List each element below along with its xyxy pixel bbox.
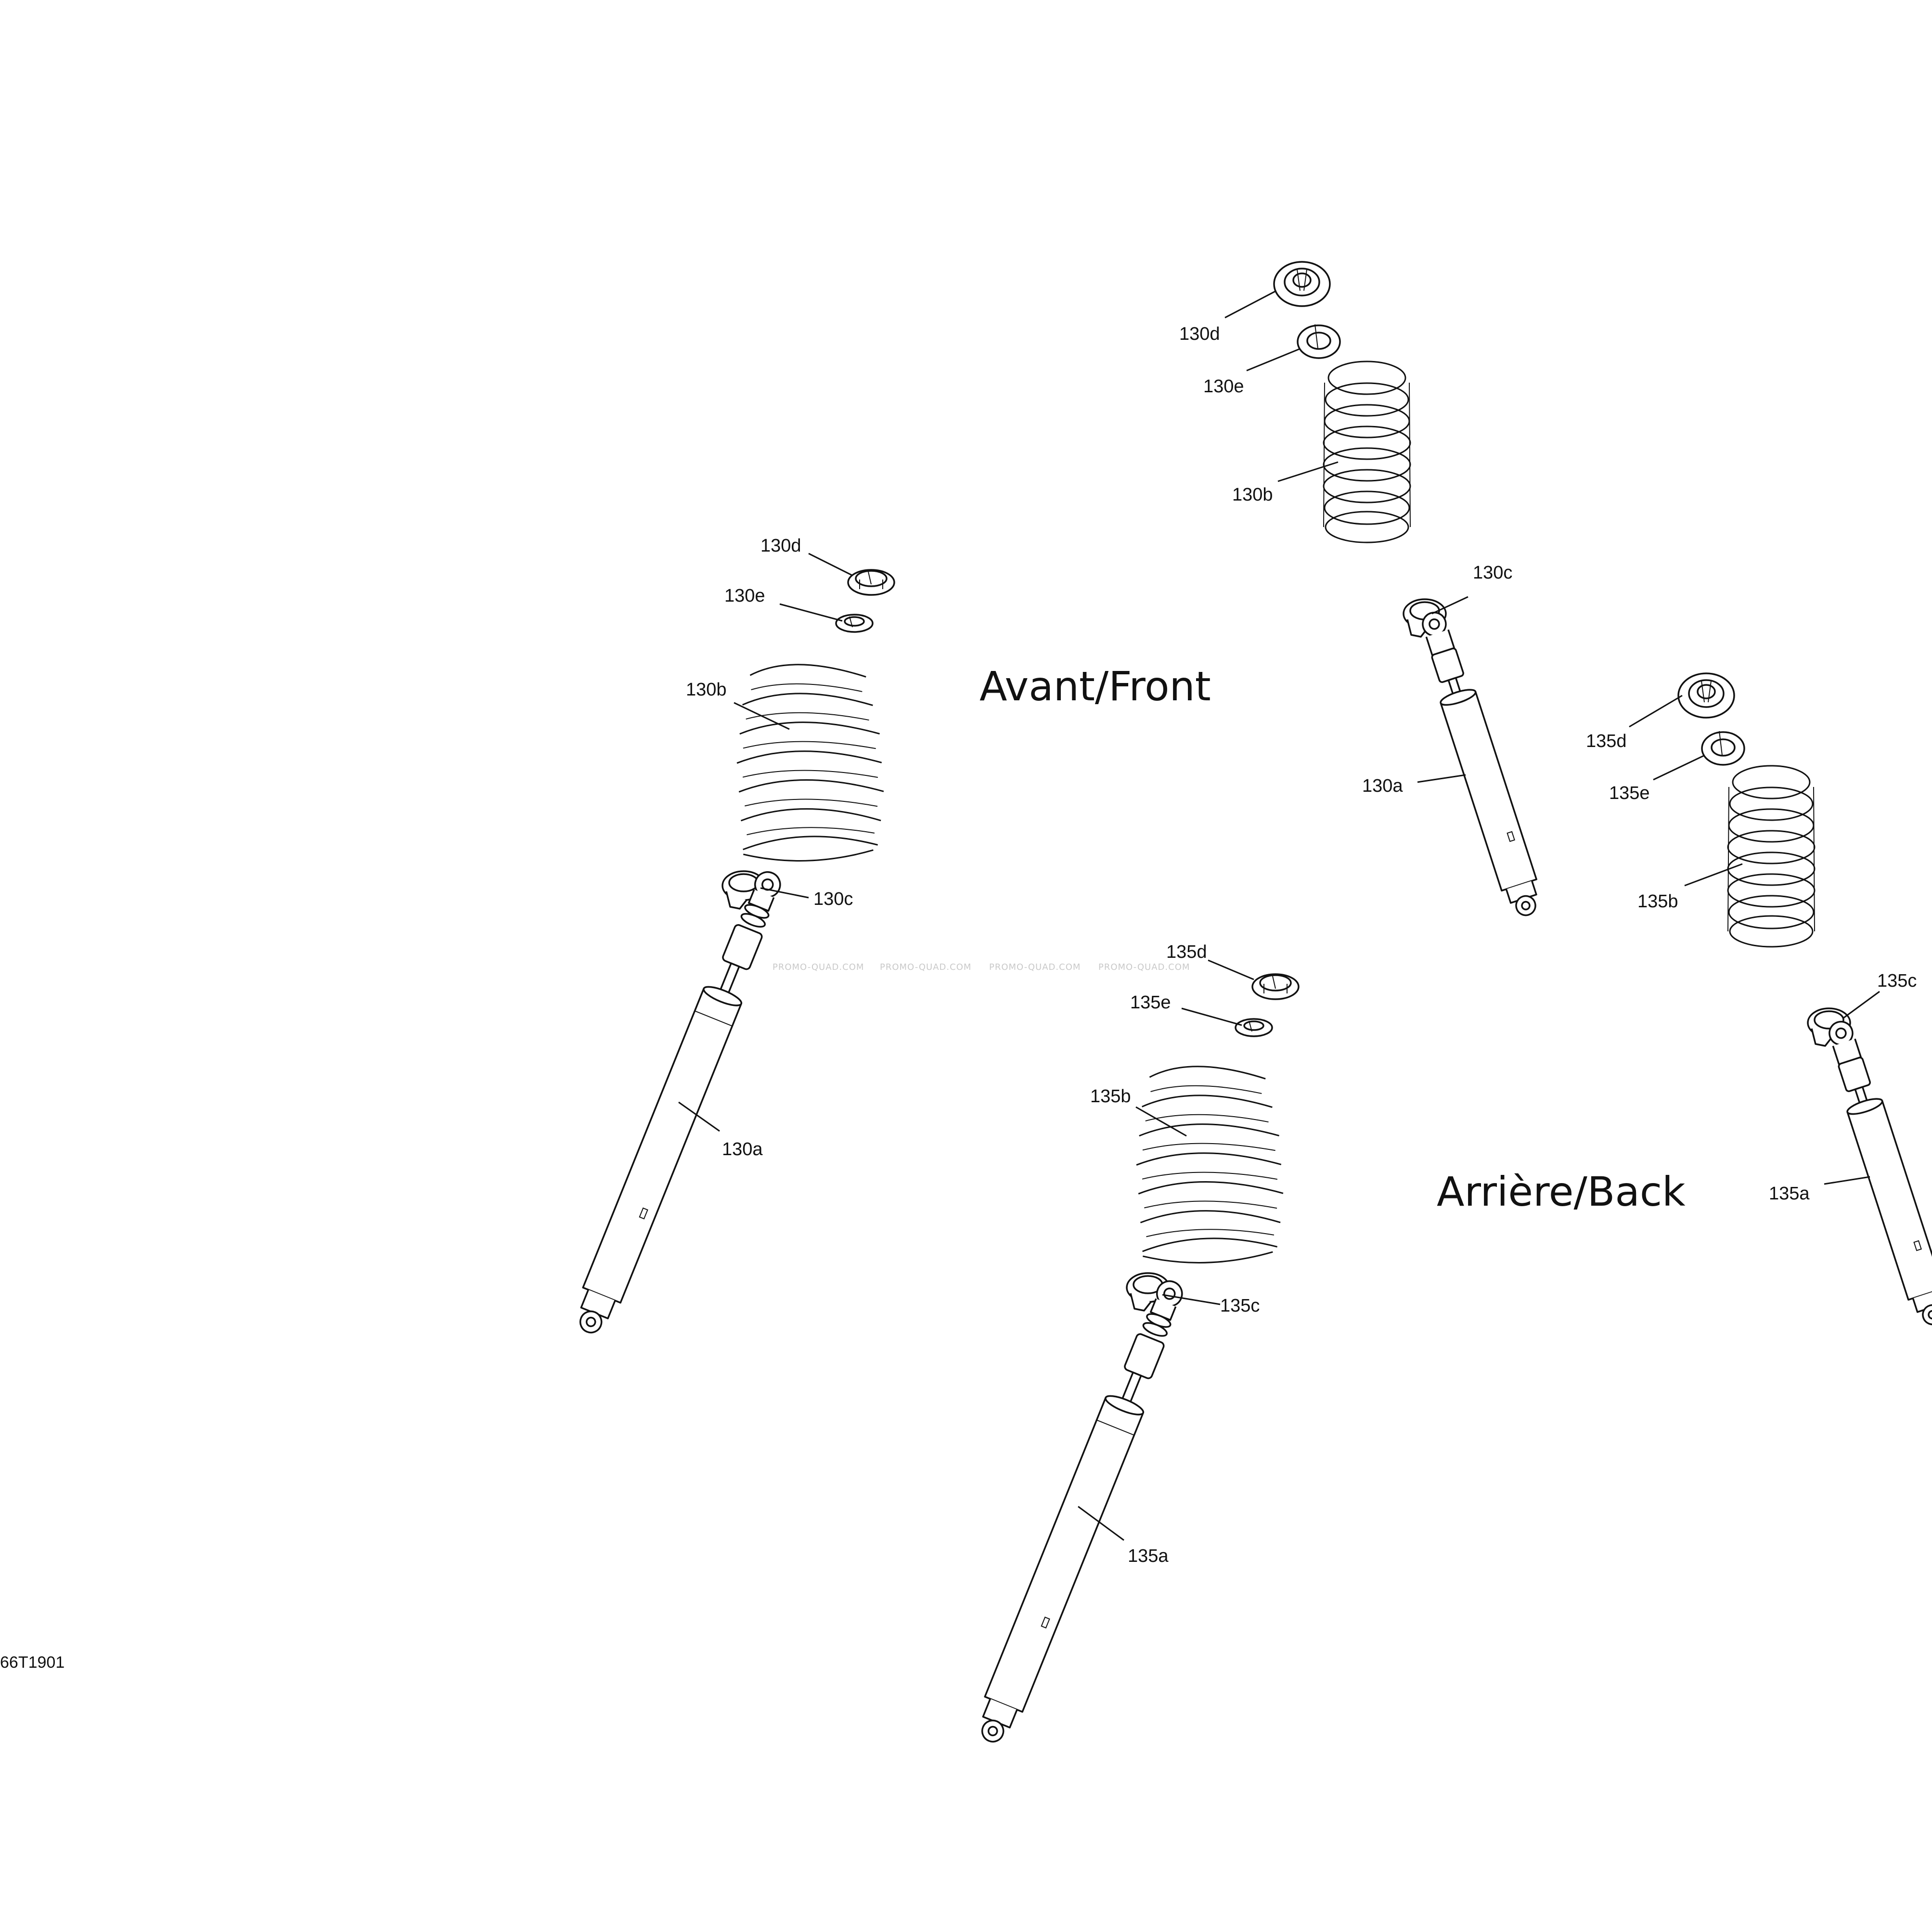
front-right-assembly [1273,261,1547,922]
spring-seat-130d-left [847,569,895,596]
drawing-reference: 66T1901 [0,1653,64,1672]
spring-seat-135d-left [1251,973,1300,1000]
label-135b-right: 135b [1637,891,1678,912]
back-left-assembly [969,973,1300,1750]
coil-spring-135b-right [1727,765,1816,948]
shock-absorber-135a-left [969,1274,1194,1750]
label-130a-left: 130a [722,1139,763,1159]
watermark-text-1: PROMO-QUAD.COM [773,962,864,972]
label-135c-left: 135c [1220,1296,1260,1316]
label-130e-left: 130e [724,586,765,606]
label-135c-right: 135c [1877,971,1917,991]
spacer-ring-135e-left [1235,1018,1273,1037]
coil-spring-130b-top [1323,361,1411,543]
coil-spring-130b-left [729,658,889,866]
spacer-ring-130e-left [835,614,874,633]
label-130b-top: 130b [1232,485,1273,505]
heading-front: Avant/Front [979,663,1211,710]
spring-seat-130d-top [1273,261,1331,307]
back-right-assembly [1677,672,1932,1331]
coil-spring-135b-left [1129,1060,1288,1268]
label-135d-left: 135d [1166,942,1207,962]
watermark: PROMO-QUAD.COM PROMO-QUAD.COM PROMO-QUAD… [773,962,1190,972]
label-130a-right: 130a [1362,776,1403,796]
label-135a-left: 135a [1128,1546,1169,1566]
shock-absorber-130a-right [1412,606,1547,922]
label-130e-top: 130e [1203,376,1244,397]
label-135e-right: 135e [1609,783,1650,803]
shock-absorber-135a-right [1819,1016,1932,1331]
label-135e-left: 135e [1130,992,1171,1013]
spacer-ring-135e-right [1701,730,1745,766]
label-135a-right: 135a [1769,1184,1810,1204]
callout-labels: 130d 130e 130b 130c 130a 130d 130e 130b … [686,324,1917,1566]
watermark-text-3: PROMO-QUAD.COM [989,962,1081,972]
label-130c-left: 130c [813,889,853,909]
label-135b-left: 135b [1090,1086,1131,1107]
leader-lines [678,290,1880,1541]
spacer-ring-130e-top [1297,323,1341,359]
front-left-assembly [567,569,895,1340]
spring-seat-135d-right [1677,672,1735,719]
heading-back: Arrière/Back [1437,1168,1686,1215]
label-130d-left: 130d [760,536,801,556]
watermark-text-2: PROMO-QUAD.COM [880,962,971,972]
label-130d-top: 130d [1179,324,1220,344]
watermark-text-4: PROMO-QUAD.COM [1098,962,1190,972]
label-130b-left: 130b [686,680,727,700]
label-135d-right: 135d [1586,731,1627,751]
label-130c-right: 130c [1473,563,1512,583]
